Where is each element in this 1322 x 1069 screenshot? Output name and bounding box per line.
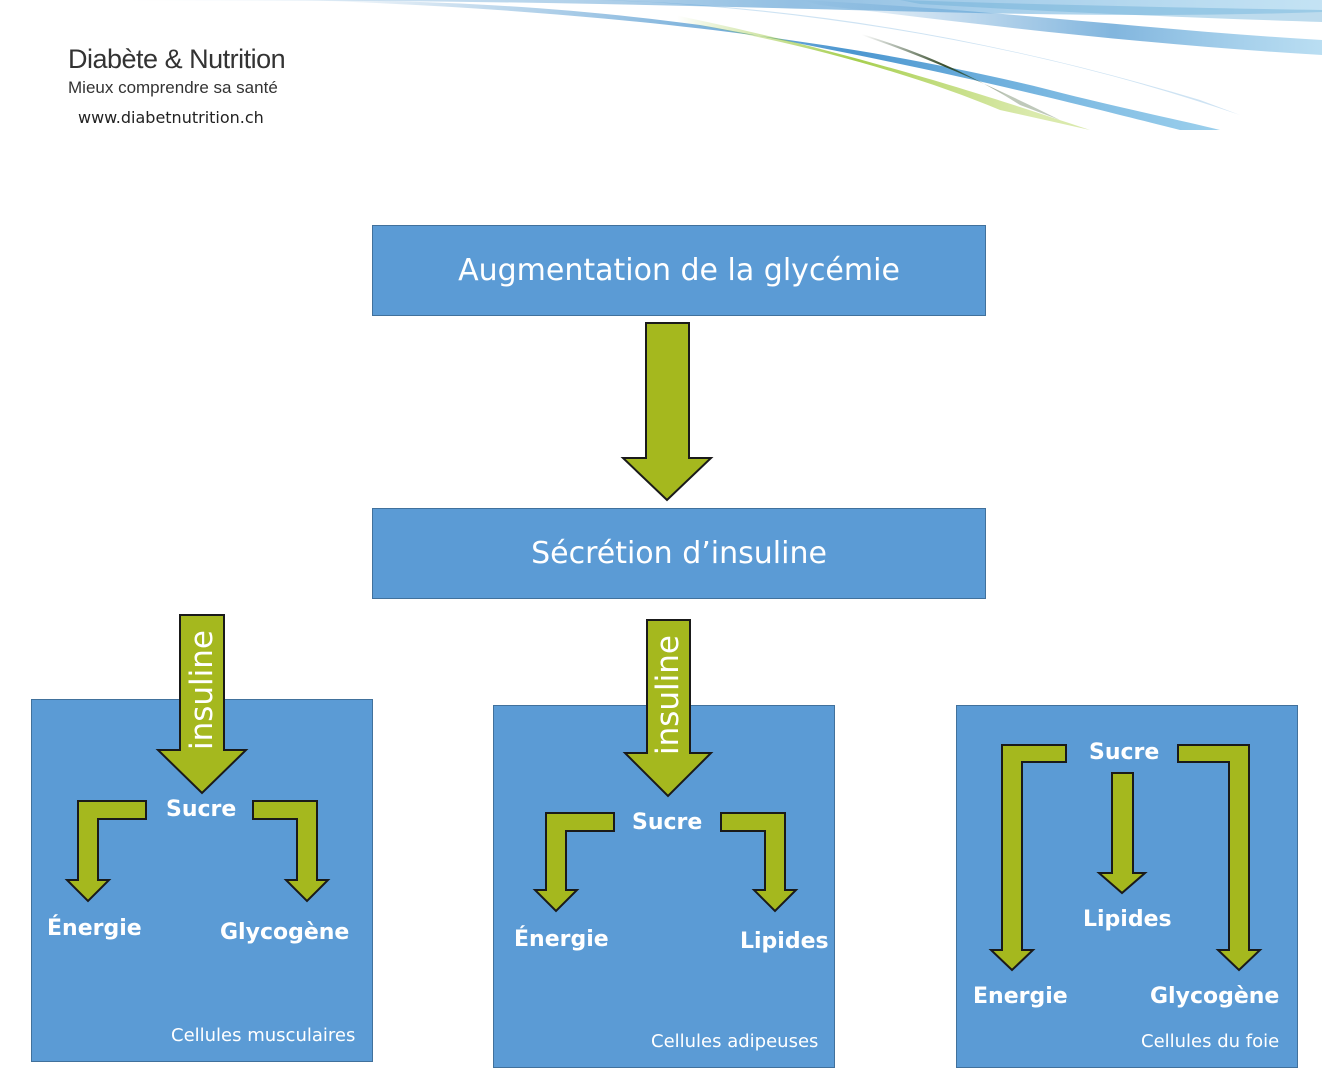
muscle-cells-panel xyxy=(31,699,373,1062)
insulin-arrow-label-muscle: insuline xyxy=(184,629,220,750)
liver-cells-label: Cellules du foie xyxy=(1141,1031,1280,1052)
main-down-arrow xyxy=(620,322,714,502)
glycemia-increase-box: Augmentation de la glycémie xyxy=(372,225,986,316)
brand-url: www.diabetnutrition.ch xyxy=(78,108,264,127)
liver-sugar-label: Sucre xyxy=(1089,740,1160,765)
muscle-sugar-label: Sucre xyxy=(166,797,237,822)
insulin-arrow-label-fat: insuline xyxy=(650,634,686,755)
fat-energy-label: Énergie xyxy=(514,927,609,952)
liver-glycogen-label: Glycogène xyxy=(1150,984,1280,1009)
muscle-cells-label: Cellules musculaires xyxy=(171,1025,356,1046)
brand-title: Diabète & Nutrition xyxy=(68,44,286,74)
fat-lipids-label: Lipides xyxy=(740,929,829,954)
liver-lipids-label: Lipides xyxy=(1083,907,1172,932)
insulin-secretion-label: Sécrétion d’insuline xyxy=(531,536,827,571)
brand-subtitle: Mieux comprendre sa santé xyxy=(68,78,278,97)
fat-cells-label: Cellules adipeuses xyxy=(651,1031,819,1052)
liver-energy-label: Energie xyxy=(973,984,1068,1009)
muscle-glycogen-label: Glycogène xyxy=(220,920,350,945)
fat-sugar-label: Sucre xyxy=(632,810,703,835)
header-banner xyxy=(0,0,1322,130)
glycemia-increase-label: Augmentation de la glycémie xyxy=(458,253,900,288)
insulin-secretion-box: Sécrétion d’insuline xyxy=(372,508,986,599)
fat-cells-panel xyxy=(493,705,835,1068)
muscle-energy-label: Énergie xyxy=(47,916,142,941)
